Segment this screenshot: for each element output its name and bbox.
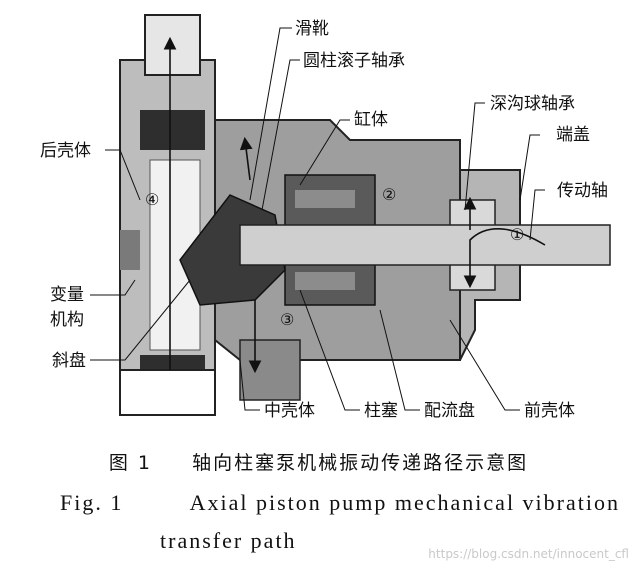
label-drive-shaft: 传动轴 xyxy=(557,181,608,201)
label-roller-bearing: 圆柱滚子轴承 xyxy=(303,51,405,71)
label-variable-mech-1: 变量 xyxy=(50,285,84,305)
watermark: https://blog.csdn.net/innocent_cfl xyxy=(428,547,629,561)
caption-cn-title: 轴向柱塞泵机械振动传递路径示意图 xyxy=(192,452,529,474)
vibration-paths xyxy=(163,36,546,374)
path-number-2: ② xyxy=(382,185,396,204)
label-slipper: 滑靴 xyxy=(295,19,329,39)
label-variable-mech-2: 机构 xyxy=(50,310,84,330)
leader-lines xyxy=(90,27,545,411)
label-swash-plate: 斜盘 xyxy=(52,351,86,371)
label-ball-bearing: 深沟球轴承 xyxy=(490,94,575,114)
caption-chinese: 图 1 轴向柱塞泵机械振动传递路径示意图 xyxy=(0,448,637,475)
path-number-3: ③ xyxy=(280,310,294,329)
label-rear-housing: 后壳体 xyxy=(40,141,91,161)
label-end-cover: 端盖 xyxy=(556,125,590,145)
swash-plate xyxy=(179,194,286,306)
caption-en-fig: Fig. 1 xyxy=(60,490,124,515)
label-middle-housing: 中壳体 xyxy=(264,401,315,421)
label-front-housing: 前壳体 xyxy=(524,401,575,421)
caption-en-title-1: Axial piston pump mechanical vibration xyxy=(189,490,620,515)
caption-english-line2: transfer path xyxy=(160,528,297,553)
path-number-1: ① xyxy=(510,225,524,244)
caption-cn-fig: 图 1 xyxy=(108,452,152,474)
caption-english-line1: Fig. 1 Axial piston pump mechanical vibr… xyxy=(60,490,620,516)
label-valve-plate: 配流盘 xyxy=(424,401,475,421)
label-piston: 柱塞 xyxy=(364,401,398,421)
label-cylinder: 缸体 xyxy=(354,109,388,130)
path-number-4: ④ xyxy=(145,190,159,209)
pump-cross-section-diagram: ① ② ③ ④ 滑靴 圆柱滚子轴承 缸体 后壳体 深沟球轴承 端盖 传动轴 变量… xyxy=(40,14,611,421)
rear-housing xyxy=(119,14,216,416)
drive-shaft xyxy=(239,224,611,266)
